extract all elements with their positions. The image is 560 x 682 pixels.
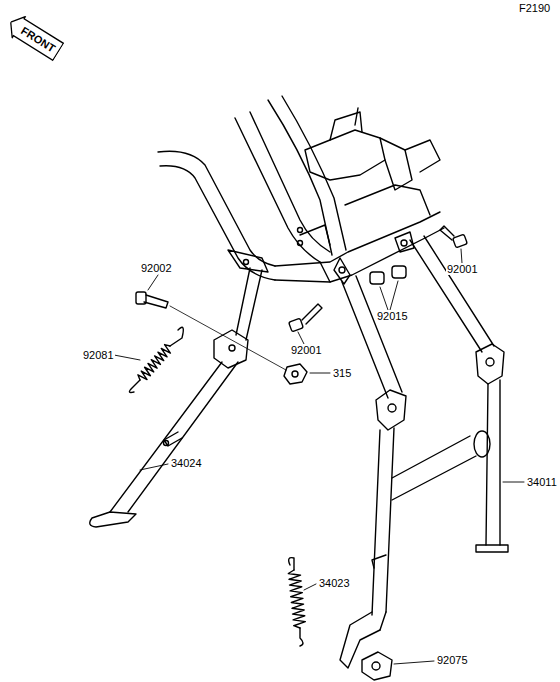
spring [288, 558, 305, 646]
arrow-shape [4, 12, 65, 63]
bolt [136, 292, 307, 384]
leader-line [114, 249, 524, 664]
callout-number: 34024 [170, 457, 203, 469]
spring-coil [288, 570, 305, 628]
direction-label: FRONT [3, 11, 65, 63]
stand-rubber [362, 652, 392, 680]
center-stand [340, 236, 508, 668]
callout-number: 92002 [140, 262, 173, 274]
collar [370, 266, 406, 284]
front-arrow: FRONT [3, 11, 65, 63]
callout-number: 92081 [82, 349, 115, 361]
callout-number: 92075 [436, 654, 469, 666]
callout-number: 92001 [446, 263, 479, 275]
spring-coil [138, 345, 170, 380]
callout-number: 34023 [318, 577, 351, 589]
frame [158, 96, 444, 284]
callout-number: 34011 [526, 476, 558, 488]
side-stand [90, 268, 262, 527]
callout-number: 315 [332, 367, 352, 379]
figure-code: F2190 [518, 2, 551, 14]
bolt [289, 226, 468, 332]
callout-number: 92001 [290, 344, 323, 356]
callout-number: 92015 [376, 310, 409, 322]
